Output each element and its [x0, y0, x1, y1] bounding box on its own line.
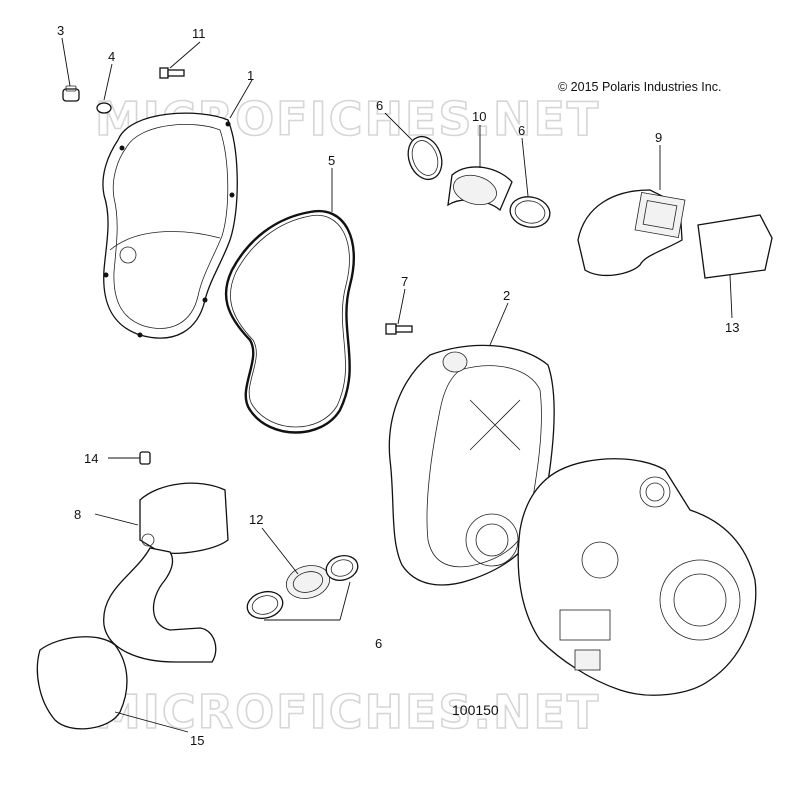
callout-11: 11: [192, 26, 206, 41]
callout-14: 14: [84, 451, 98, 466]
drain-plug: [62, 85, 80, 102]
callout-2: 2: [503, 288, 510, 303]
push-clip: [139, 451, 151, 465]
callout-13: 13: [725, 320, 739, 335]
clamp-top-left: [407, 135, 443, 181]
drawing-number: 100150: [452, 702, 499, 718]
callout-6-top-right: 6: [518, 123, 525, 138]
callout-15: 15: [190, 733, 204, 748]
callout-12: 12: [249, 512, 263, 527]
heat-shield: [36, 636, 128, 730]
callout-8: 8: [74, 507, 81, 522]
bolt-11: [159, 67, 185, 79]
callout-3: 3: [57, 23, 64, 38]
callout-6-bottom: 6: [375, 636, 382, 651]
clamp-top-right: [509, 196, 551, 228]
clamp-lower-left: [246, 590, 284, 620]
intake-elbow-duct: [577, 189, 686, 277]
bolt-7: [385, 323, 413, 335]
clamp-lower-right: [325, 555, 359, 581]
cover-gasket: [224, 209, 355, 434]
leader-lines: [61, 37, 733, 733]
callout-10: 10: [472, 109, 486, 124]
transmission-housing: [517, 458, 757, 696]
inner-clutch-cover: [388, 344, 555, 586]
duct-cover: [697, 214, 773, 279]
callout-9: 9: [655, 130, 662, 145]
callout-1: 1: [247, 68, 254, 83]
o-ring: [96, 102, 112, 114]
copyright-notice: © 2015 Polaris Industries Inc.: [558, 80, 721, 94]
outlet-coupler: [285, 565, 331, 599]
outer-clutch-cover: [102, 112, 238, 339]
watermark-bottom: MICROFICHES.NET: [95, 685, 600, 739]
callout-6-top-left: 6: [376, 98, 383, 113]
outlet-duct: [103, 482, 229, 663]
callout-5: 5: [328, 153, 335, 168]
callout-7: 7: [401, 274, 408, 289]
callout-4: 4: [108, 49, 115, 64]
intake-duct-coupler: [447, 166, 513, 212]
